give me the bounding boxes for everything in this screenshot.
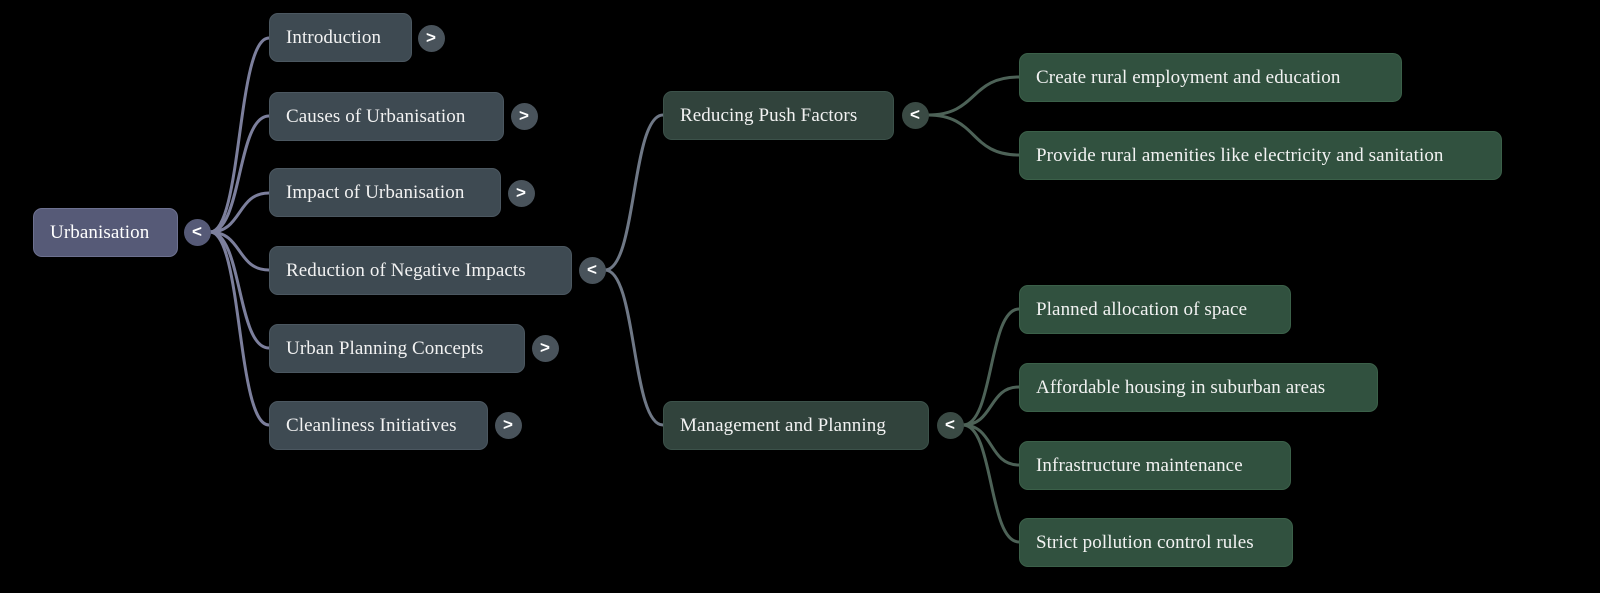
edge-urbanisation-to-introduction bbox=[208, 36, 271, 234]
node-create-rural-employment-and-education[interactable]: Create rural employment and education bbox=[1019, 53, 1402, 102]
edge-management-and-planning-to-affordable-housing-in-suburban-areas bbox=[961, 385, 1021, 427]
node-affordable-housing-in-suburban-areas[interactable]: Affordable housing in suburban areas bbox=[1019, 363, 1378, 412]
node-urban-planning-concepts[interactable]: Urban Planning Concepts bbox=[269, 324, 525, 373]
node-urbanisation[interactable]: Urbanisation bbox=[33, 208, 178, 257]
chevron-left-icon: < bbox=[910, 104, 920, 124]
node-reducing-push-factors[interactable]: Reducing Push Factors bbox=[663, 91, 894, 140]
collapse-toggle-reducing-push-factors[interactable]: < bbox=[901, 101, 929, 129]
edge-reducing-push-factors-to-create-rural-employment-and-education bbox=[926, 75, 1021, 117]
node-label-provide-rural-amenities-like-electricity-and-sanitation: Provide rural amenities like electricity… bbox=[1036, 145, 1444, 166]
node-planned-allocation-of-space[interactable]: Planned allocation of space bbox=[1019, 285, 1291, 334]
expand-toggle-urban-planning-concepts[interactable]: > bbox=[531, 334, 559, 362]
node-provide-rural-amenities-like-electricity-and-sanitation[interactable]: Provide rural amenities like electricity… bbox=[1019, 131, 1502, 180]
node-label-impact-of-urbanisation: Impact of Urbanisation bbox=[286, 182, 465, 203]
chevron-right-icon: > bbox=[503, 414, 513, 434]
chevron-right-icon: > bbox=[516, 182, 526, 202]
edge-urbanisation-to-causes-of-urbanisation bbox=[208, 114, 271, 234]
node-label-infrastructure-maintenance: Infrastructure maintenance bbox=[1036, 455, 1243, 476]
collapse-toggle-management-and-planning[interactable]: < bbox=[936, 411, 964, 439]
node-label-planned-allocation-of-space: Planned allocation of space bbox=[1036, 299, 1248, 320]
edge-urbanisation-to-urban-planning-concepts bbox=[208, 230, 271, 350]
expand-toggle-cleanliness-initiatives[interactable]: > bbox=[494, 411, 522, 439]
node-label-reducing-push-factors: Reducing Push Factors bbox=[680, 105, 858, 126]
chevron-right-icon: > bbox=[519, 105, 529, 125]
node-label-cleanliness-initiatives: Cleanliness Initiatives bbox=[286, 415, 457, 436]
chevron-left-icon: < bbox=[192, 221, 202, 241]
node-impact-of-urbanisation[interactable]: Impact of Urbanisation bbox=[269, 168, 501, 217]
node-infrastructure-maintenance[interactable]: Infrastructure maintenance bbox=[1019, 441, 1291, 490]
node-strict-pollution-control-rules[interactable]: Strict pollution control rules bbox=[1019, 518, 1293, 567]
node-label-urban-planning-concepts: Urban Planning Concepts bbox=[286, 338, 484, 359]
node-label-strict-pollution-control-rules: Strict pollution control rules bbox=[1036, 532, 1254, 553]
node-label-introduction: Introduction bbox=[286, 27, 382, 48]
node-cleanliness-initiatives[interactable]: Cleanliness Initiatives bbox=[269, 401, 488, 450]
chevron-left-icon: < bbox=[587, 259, 597, 279]
node-label-reduction-of-negative-impacts: Reduction of Negative Impacts bbox=[286, 260, 526, 281]
node-label-management-and-planning: Management and Planning bbox=[680, 415, 886, 436]
edge-urbanisation-to-reduction-of-negative-impacts bbox=[208, 230, 271, 272]
edge-reducing-push-factors-to-provide-rural-amenities-like-electricity-and-sanitation bbox=[926, 113, 1021, 157]
edge-urbanisation-to-cleanliness-initiatives bbox=[208, 230, 271, 427]
edge-reduction-of-negative-impacts-to-management-and-planning bbox=[603, 268, 665, 427]
chevron-left-icon: < bbox=[945, 414, 955, 434]
node-label-causes-of-urbanisation: Causes of Urbanisation bbox=[286, 106, 466, 127]
expand-toggle-impact-of-urbanisation[interactable]: > bbox=[507, 179, 535, 207]
edge-management-and-planning-to-strict-pollution-control-rules bbox=[961, 423, 1021, 544]
node-management-and-planning[interactable]: Management and Planning bbox=[663, 401, 929, 450]
expand-toggle-introduction[interactable]: > bbox=[417, 24, 445, 52]
edge-urbanisation-to-impact-of-urbanisation bbox=[208, 191, 271, 234]
chevron-right-icon: > bbox=[540, 337, 550, 357]
node-introduction[interactable]: Introduction bbox=[269, 13, 412, 62]
node-causes-of-urbanisation[interactable]: Causes of Urbanisation bbox=[269, 92, 504, 141]
node-label-affordable-housing-in-suburban-areas: Affordable housing in suburban areas bbox=[1036, 377, 1326, 398]
collapse-toggle-urbanisation[interactable]: < bbox=[183, 218, 211, 246]
node-label-create-rural-employment-and-education: Create rural employment and education bbox=[1036, 67, 1341, 88]
expand-toggle-causes-of-urbanisation[interactable]: > bbox=[510, 102, 538, 130]
edge-reduction-of-negative-impacts-to-reducing-push-factors bbox=[603, 113, 665, 272]
edge-management-and-planning-to-planned-allocation-of-space bbox=[961, 307, 1021, 427]
node-label-urbanisation: Urbanisation bbox=[50, 222, 150, 243]
node-reduction-of-negative-impacts[interactable]: Reduction of Negative Impacts bbox=[269, 246, 572, 295]
chevron-right-icon: > bbox=[426, 27, 436, 47]
collapse-toggle-reduction-of-negative-impacts[interactable]: < bbox=[578, 256, 606, 284]
edge-management-and-planning-to-infrastructure-maintenance bbox=[961, 423, 1021, 467]
